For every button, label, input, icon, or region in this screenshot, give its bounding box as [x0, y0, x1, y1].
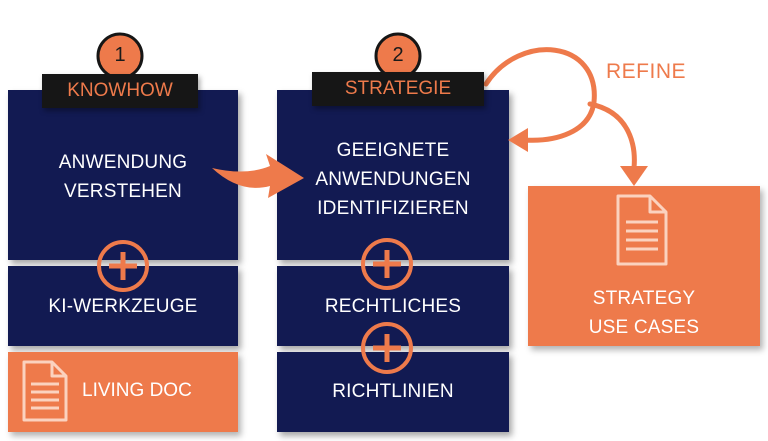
refine-label: REFINE: [606, 60, 687, 83]
step1-tools-text: KI-WERKZEUGE: [48, 296, 198, 317]
step2-main-text: GEEIGNETE ANWENDUNGEN IDENTIFIZIEREN: [315, 140, 471, 219]
refine-arrowhead-down-icon: [620, 166, 648, 186]
step2-legal-box: [277, 266, 509, 346]
living-doc-text: LIVING DOC: [82, 380, 192, 401]
refine-arrowhead-left-icon: [508, 128, 528, 152]
step1-tab-label: KNOWHOW: [42, 74, 198, 108]
step2-guidelines-text: RICHTLINIEN: [332, 381, 454, 402]
document-icon: [22, 360, 68, 422]
step1-main-text: ANWENDUNG VERSTEHEN: [58, 152, 188, 202]
plus-circle-icon: [97, 240, 149, 292]
strategy-use-cases-box: [528, 186, 760, 346]
plus-circle-icon: [361, 238, 413, 290]
step2-number: 2: [392, 44, 404, 66]
step2-legal-text: RECHTLICHES: [324, 296, 462, 317]
step1-number: 1: [114, 44, 126, 66]
document-icon: [616, 194, 668, 266]
refine-loop-arrow-icon: [483, 47, 637, 171]
plus-circle-icon: [361, 322, 413, 374]
step2-guidelines-box: [277, 352, 509, 432]
strategy-use-cases-text: STRATEGY USE CASES: [588, 288, 700, 338]
step2-tab-label: STRATEGIE: [312, 72, 484, 106]
step2-main-box: [277, 90, 509, 260]
flow-arrow-icon: [212, 154, 304, 198]
step1-main-box: [8, 90, 238, 260]
